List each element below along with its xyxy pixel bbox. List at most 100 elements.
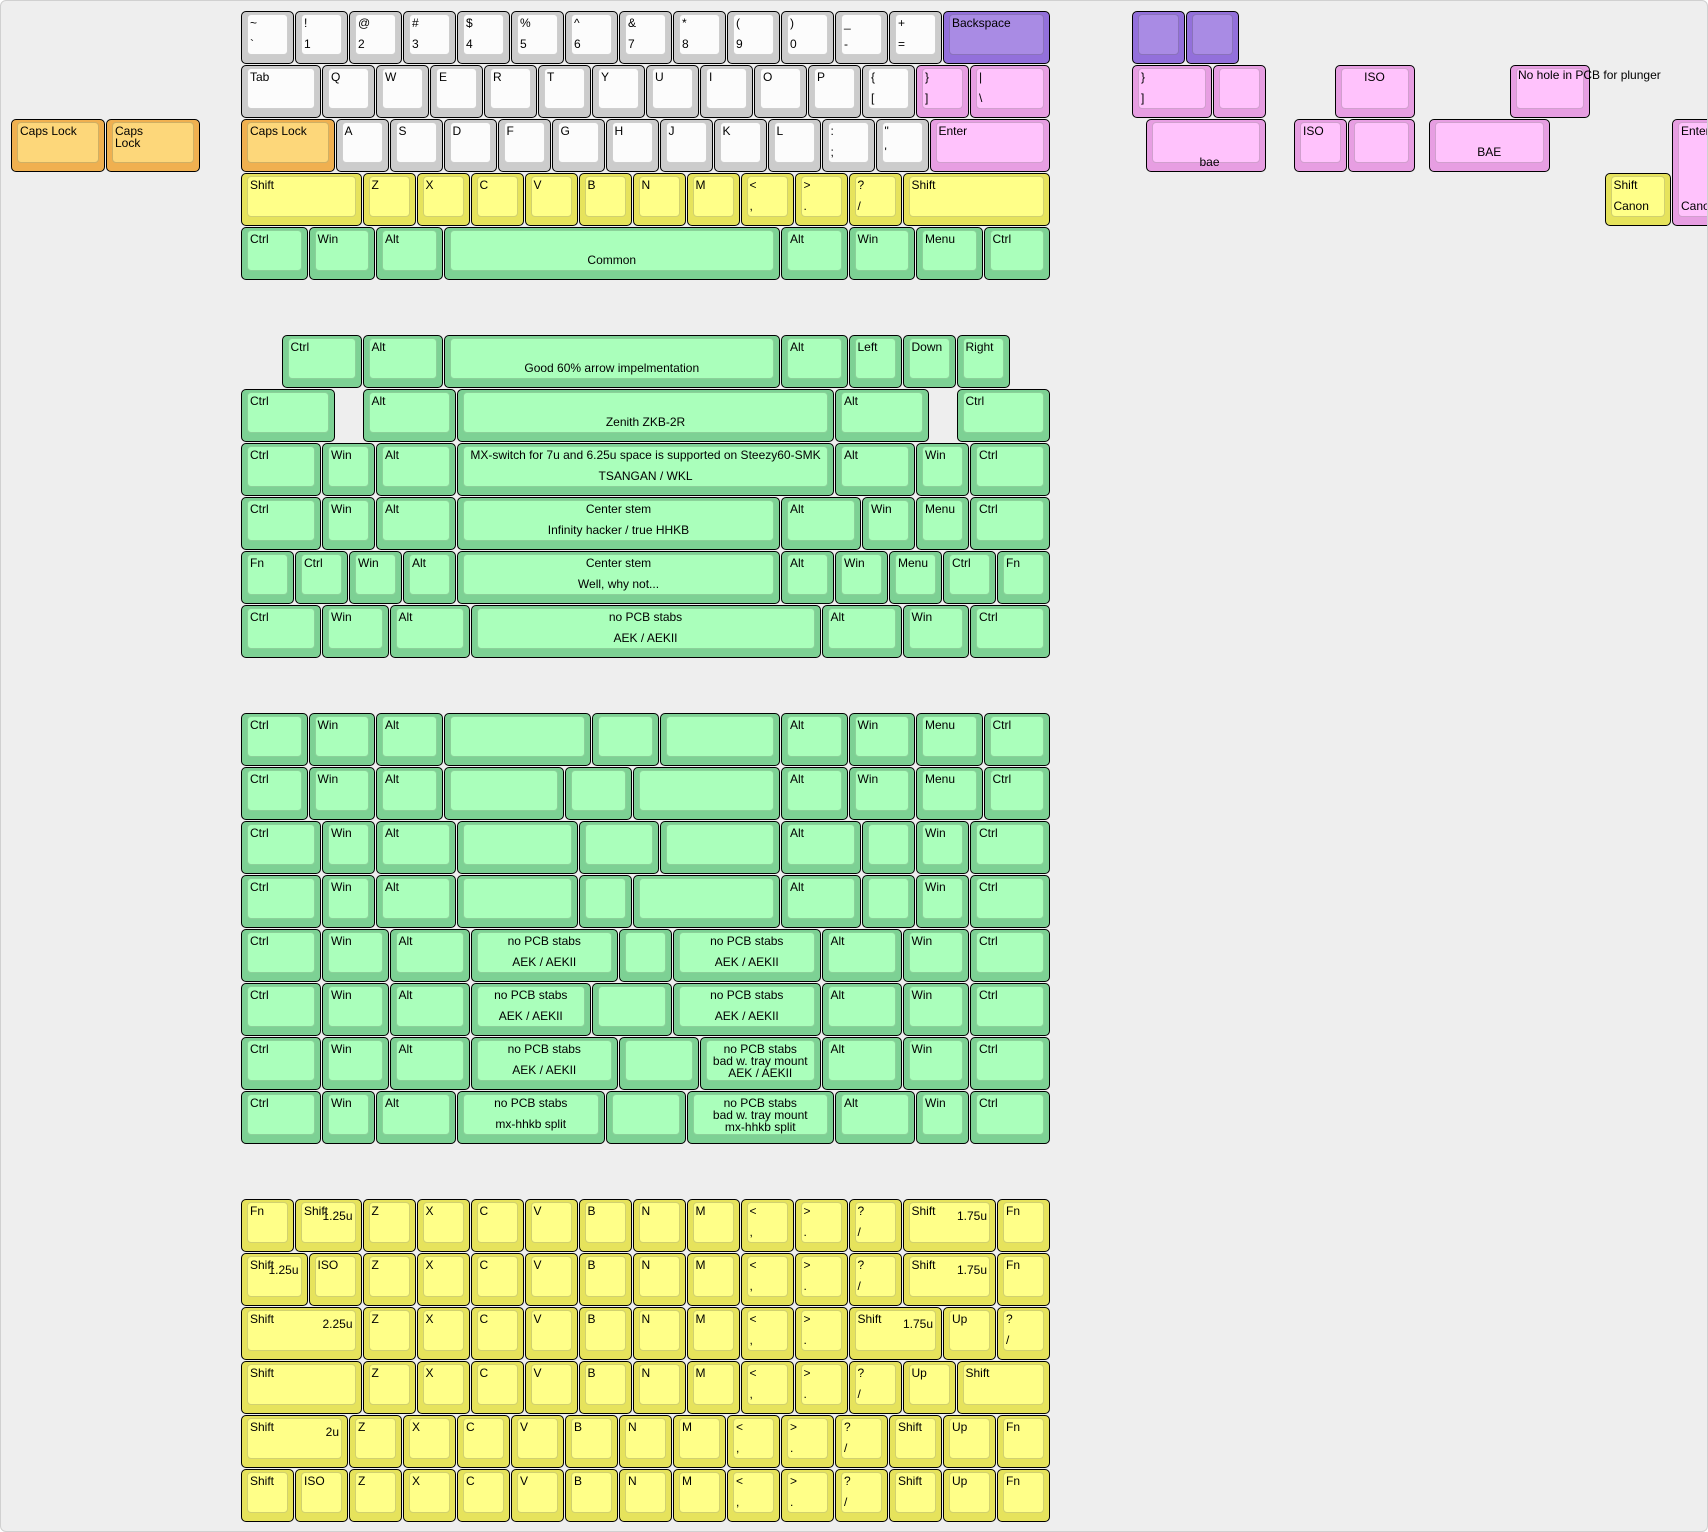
keycap-top xyxy=(652,68,693,109)
key-shift: Shift xyxy=(241,1469,294,1522)
key-alt: Alt xyxy=(821,1037,902,1090)
keycap-top xyxy=(463,878,572,919)
key-ctrl: Ctrl xyxy=(970,443,1050,496)
key-v: V xyxy=(524,173,578,226)
key-legend-tl: Z xyxy=(358,1420,366,1434)
keycap-top xyxy=(301,14,342,55)
key-legend-tl: Win xyxy=(317,772,339,786)
keycap-top xyxy=(584,1202,626,1243)
key-legend-tl: Alt xyxy=(398,1042,413,1056)
key-legend-tl: Alt xyxy=(385,880,400,894)
key-legend-tl: Ctrl xyxy=(979,934,998,948)
key-legend-tl: ? xyxy=(857,1204,865,1218)
keycap-top xyxy=(746,1256,788,1297)
key-blank xyxy=(862,821,915,874)
key-legend-bc: AEK / AEKII xyxy=(512,1063,577,1077)
keycap-top xyxy=(854,1256,896,1297)
key-v: V xyxy=(511,1415,564,1468)
key-legend-tl: ISO xyxy=(317,1258,339,1272)
key-big-ass-enter-bae: BAE xyxy=(1429,119,1550,172)
key-blank: )0 xyxy=(781,11,834,64)
key-legend-bl: - xyxy=(844,37,848,51)
keycap-top xyxy=(908,1364,950,1405)
key-legend-tl: Ctrl xyxy=(965,394,985,408)
key-legend-br: 2u xyxy=(325,1425,339,1439)
key-legend-tl: < xyxy=(749,1312,757,1326)
key-legend-br: 1.75u xyxy=(956,1209,987,1223)
key-big-ass-enter-bae xyxy=(1145,119,1266,172)
key-blank xyxy=(578,821,659,874)
key-legend-tl: Up xyxy=(952,1474,968,1488)
keycap-top xyxy=(247,446,315,487)
key-alt: Alt xyxy=(376,767,443,820)
key-legend-tl: Enter xyxy=(1681,124,1708,138)
key-legend-tl: Fn xyxy=(1006,1204,1021,1218)
keycap-top xyxy=(638,1202,680,1243)
keycap-top xyxy=(314,1256,356,1297)
key-blank: += xyxy=(889,11,942,64)
key-legend-tl: Fn xyxy=(1006,1474,1021,1488)
key-legend-bc: Zenith ZKB-2R xyxy=(605,415,686,429)
key-legend-bl: ] xyxy=(925,91,929,105)
key-legend-br: 1.75u xyxy=(956,1263,987,1277)
keycap-top xyxy=(17,122,99,163)
keycap-top xyxy=(463,1472,504,1513)
key-iso: ISO xyxy=(1294,119,1347,172)
key-legend-note: No hole in PCB for plunger xyxy=(1518,68,1661,82)
key-blank: "' xyxy=(875,119,929,172)
key-legend-tl: G xyxy=(560,124,570,138)
keycap-top xyxy=(449,770,558,811)
keycap-top xyxy=(530,1256,572,1297)
keycap-top xyxy=(1192,14,1233,55)
key-legend-bl: / xyxy=(1006,1333,1010,1347)
key-win: Win xyxy=(848,227,915,280)
key-blank: ^6 xyxy=(565,11,618,64)
key-blank xyxy=(1348,119,1415,172)
keycap-top xyxy=(787,1472,828,1513)
key-legend-tl: F xyxy=(506,124,514,138)
key-shift: Shift xyxy=(902,173,1050,226)
key-legend-tl: N xyxy=(641,1204,651,1218)
key-legend-bl: / xyxy=(857,199,861,213)
key-legend-tl: Win xyxy=(331,826,352,840)
key-legend-tl: J xyxy=(668,124,675,138)
key-b: B xyxy=(565,1415,618,1468)
key-legend-bc: AEK / AEKII xyxy=(714,955,779,969)
keycap-top xyxy=(247,1094,315,1135)
key-alt: Alt xyxy=(389,929,470,982)
keycap-top xyxy=(409,1472,450,1513)
key-legend-bc: Good 60% arrow impelmentation xyxy=(524,361,700,375)
key-legend-tl: Shift xyxy=(250,178,275,192)
key-legend-bl: . xyxy=(803,1387,807,1401)
keycap-top xyxy=(247,878,315,919)
keycap-top xyxy=(733,14,774,55)
key-legend-tc: ISO xyxy=(1364,70,1385,84)
key-legend-tl: Alt xyxy=(790,556,805,570)
key-v: V xyxy=(524,1307,578,1360)
key-blank xyxy=(443,713,591,766)
key-legend-tl: Ctrl xyxy=(979,610,998,624)
key-blank: (9 xyxy=(727,11,780,64)
keycap-top xyxy=(584,1256,626,1297)
key-alt: Alt xyxy=(835,1091,915,1144)
key-legend-tl: M xyxy=(682,1420,692,1434)
key-legend-tl: ! xyxy=(304,16,308,30)
keycap-top xyxy=(328,446,369,487)
key-legend-bc: AEK / AEKII xyxy=(613,631,678,645)
key-blank: >. xyxy=(781,1415,834,1468)
keycap-top xyxy=(1610,176,1665,217)
key-blank: ?/ xyxy=(997,1307,1050,1360)
key-legend-tl: Alt xyxy=(398,610,413,624)
keycap-top xyxy=(625,14,666,55)
key-win: Win xyxy=(308,227,375,280)
key-legend-bl: . xyxy=(790,1441,794,1455)
key-legend-bl: , xyxy=(749,1387,753,1401)
key-legend-tl: Win xyxy=(925,826,946,840)
key-legend-tl: Fn xyxy=(1006,1420,1021,1434)
key-legend-tl: Menu xyxy=(925,718,956,732)
key-legend-tl: Ctrl xyxy=(250,1096,269,1110)
key-legend: bae xyxy=(1199,155,1220,169)
key-legend-bc: AEK / AEKII xyxy=(714,1009,779,1023)
key-legend-tl: } xyxy=(1141,70,1146,84)
